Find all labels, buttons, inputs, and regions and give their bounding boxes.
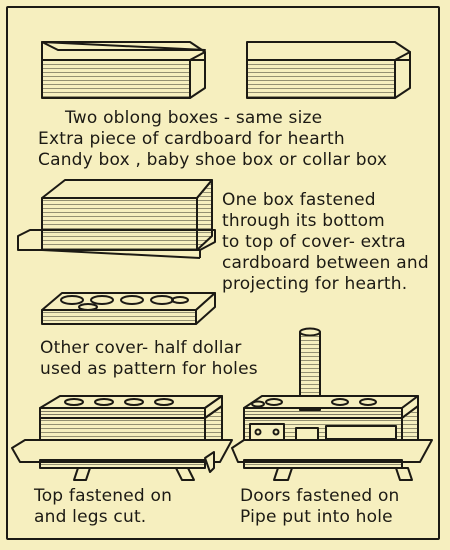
- intro-line-3: Candy box , baby shoe box or collar box: [38, 150, 388, 170]
- fasten-line-3: to top of cover- extra: [222, 232, 406, 252]
- legs-line-1: Top fastened on: [34, 486, 173, 506]
- doors-line-2: Pipe put into hole: [240, 507, 393, 527]
- doors-caption: Doors fastened on Pipe put into hole: [240, 486, 400, 528]
- doors-line-1: Doors fastened on: [240, 486, 400, 506]
- holes-caption: Other cover- half dollar used as pattern…: [40, 338, 258, 380]
- fasten-line-1: One box fastened: [222, 190, 376, 210]
- closed-box-left: [41, 41, 206, 99]
- holes-line-2: used as pattern for holes: [40, 359, 258, 379]
- border-frame: [6, 6, 440, 540]
- fasten-line-2: through its bottom: [222, 211, 385, 231]
- fasten-caption: One box fastened through its bottom to t…: [222, 190, 429, 295]
- stove-with-legs: [11, 395, 233, 481]
- intro-line-2: Extra piece of cardboard for hearth: [38, 129, 345, 149]
- holes-line-1: Other cover- half dollar: [40, 338, 242, 358]
- fasten-line-5: projecting for hearth.: [222, 274, 408, 294]
- fasten-line-4: cardboard between and: [222, 253, 429, 273]
- finished-stove: [231, 327, 433, 481]
- cover-with-holes: [41, 292, 216, 325]
- legs-caption: Top fastened on and legs cut.: [34, 486, 172, 528]
- intro-line-1: Two oblong boxes - same size: [65, 108, 323, 128]
- intro-caption: Two oblong boxes - same size Extra piece…: [38, 108, 387, 171]
- legs-line-2: and legs cut.: [34, 507, 147, 527]
- closed-box-right: [246, 41, 411, 99]
- open-box-on-cover: [17, 179, 216, 259]
